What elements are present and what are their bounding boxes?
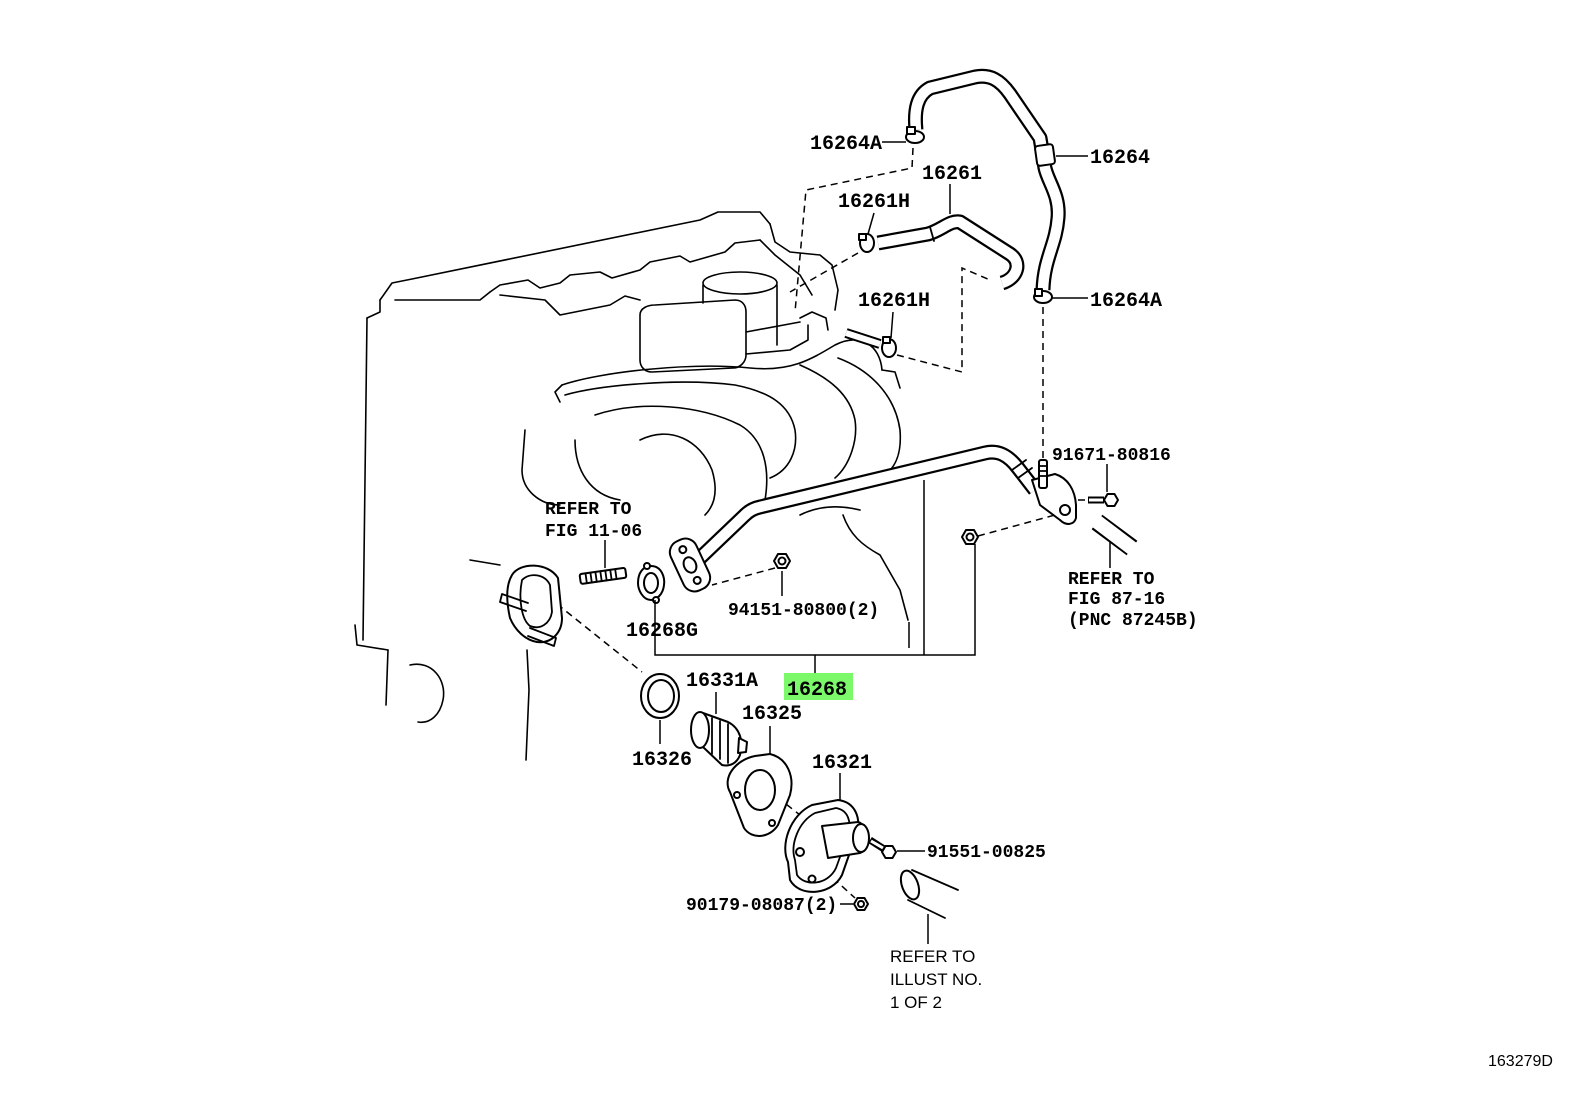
gasket-16268G (637, 562, 666, 604)
inlet-16321 (784, 799, 870, 893)
callout-16326[interactable]: 16326 (632, 749, 692, 772)
callout-16325[interactable]: 16325 (742, 703, 802, 726)
callout-16321[interactable]: 16321 (812, 752, 872, 775)
figure-id: 163279D (1488, 1053, 1553, 1070)
clamp-16261H-upper (858, 233, 875, 253)
gasket-16325 (726, 753, 793, 837)
refer-note-line: REFER TO (545, 500, 632, 520)
nut-90179-08087 (853, 897, 869, 911)
refer-note-line: REFER TO (890, 947, 975, 966)
hose-sleeve (1034, 143, 1056, 167)
block-outlet-boss (499, 564, 563, 647)
pipe-16268 (668, 444, 1077, 593)
callout-16261H-upper[interactable]: 16261H (838, 191, 910, 214)
refer-note-line: FIG 87-16 (1068, 590, 1165, 610)
clamp-16264A-upper (905, 126, 925, 144)
callout-16261[interactable]: 16261 (922, 163, 982, 186)
refer-note-line: ILLUST NO. (890, 970, 982, 989)
callout-16268G[interactable]: 16268G (626, 620, 698, 643)
callout-90179-08087[interactable]: 90179-08087(2) (686, 896, 837, 916)
refer-note-line: 1 OF 2 (890, 993, 942, 1012)
callout-16331A[interactable]: 16331A (686, 670, 758, 693)
pipe-stud (1038, 459, 1048, 489)
hose-16261 (876, 214, 1025, 291)
pipe-flange (668, 537, 712, 593)
callout-16264A-lower[interactable]: 16264A (1090, 290, 1162, 313)
stud-fig-11-06 (578, 566, 628, 585)
engine-outline (354, 211, 909, 761)
ring-16326 (640, 673, 680, 719)
clamp-16264A-lower (1033, 288, 1053, 304)
refer-hose-illust-1-of-2 (899, 869, 959, 919)
nut-94151-80800 (773, 553, 791, 569)
callout-91551-00825[interactable]: 91551-00825 (927, 843, 1046, 863)
callout-16264[interactable]: 16264 (1090, 147, 1150, 170)
callout-16268-selected[interactable]: 16268 (787, 679, 847, 702)
part-16331A (690, 711, 748, 767)
refer-note-line: REFER TO (1068, 570, 1155, 590)
refer-note-line: FIG 11-06 (545, 522, 642, 542)
assembly-dashed-lines (556, 147, 1090, 899)
hose-16264 (907, 68, 1066, 291)
callout-16264A-upper[interactable]: 16264A (810, 133, 882, 156)
refer-pipe-fig-87-16 (1091, 514, 1138, 556)
refer-note-line: (PNC 87245B) (1068, 611, 1198, 631)
callout-94151-80800[interactable]: 94151-80800(2) (728, 601, 879, 621)
callout-91671-80816[interactable]: 91671-80816 (1052, 446, 1171, 466)
leader-lines (604, 141, 1111, 944)
refer-note-illust-1-of-2: REFER TO ILLUST NO. 1 OF 2 (890, 947, 982, 1012)
nut-bracket (961, 529, 979, 545)
clamp-16261H-lower (844, 328, 897, 358)
bolt-91671-80816 (1088, 493, 1119, 507)
selected-callout-highlight (784, 673, 853, 700)
callout-labels: 16264A 16264 16261 16261H 16264A 16261H … (626, 133, 1171, 916)
refer-note-fig-11-06: REFER TO FIG 11-06 (545, 500, 642, 542)
bolt-91551-00825 (868, 837, 897, 859)
callout-16261H-lower[interactable]: 16261H (858, 290, 930, 313)
refer-note-fig-87-16: REFER TO FIG 87-16 (PNC 87245B) (1068, 570, 1198, 631)
